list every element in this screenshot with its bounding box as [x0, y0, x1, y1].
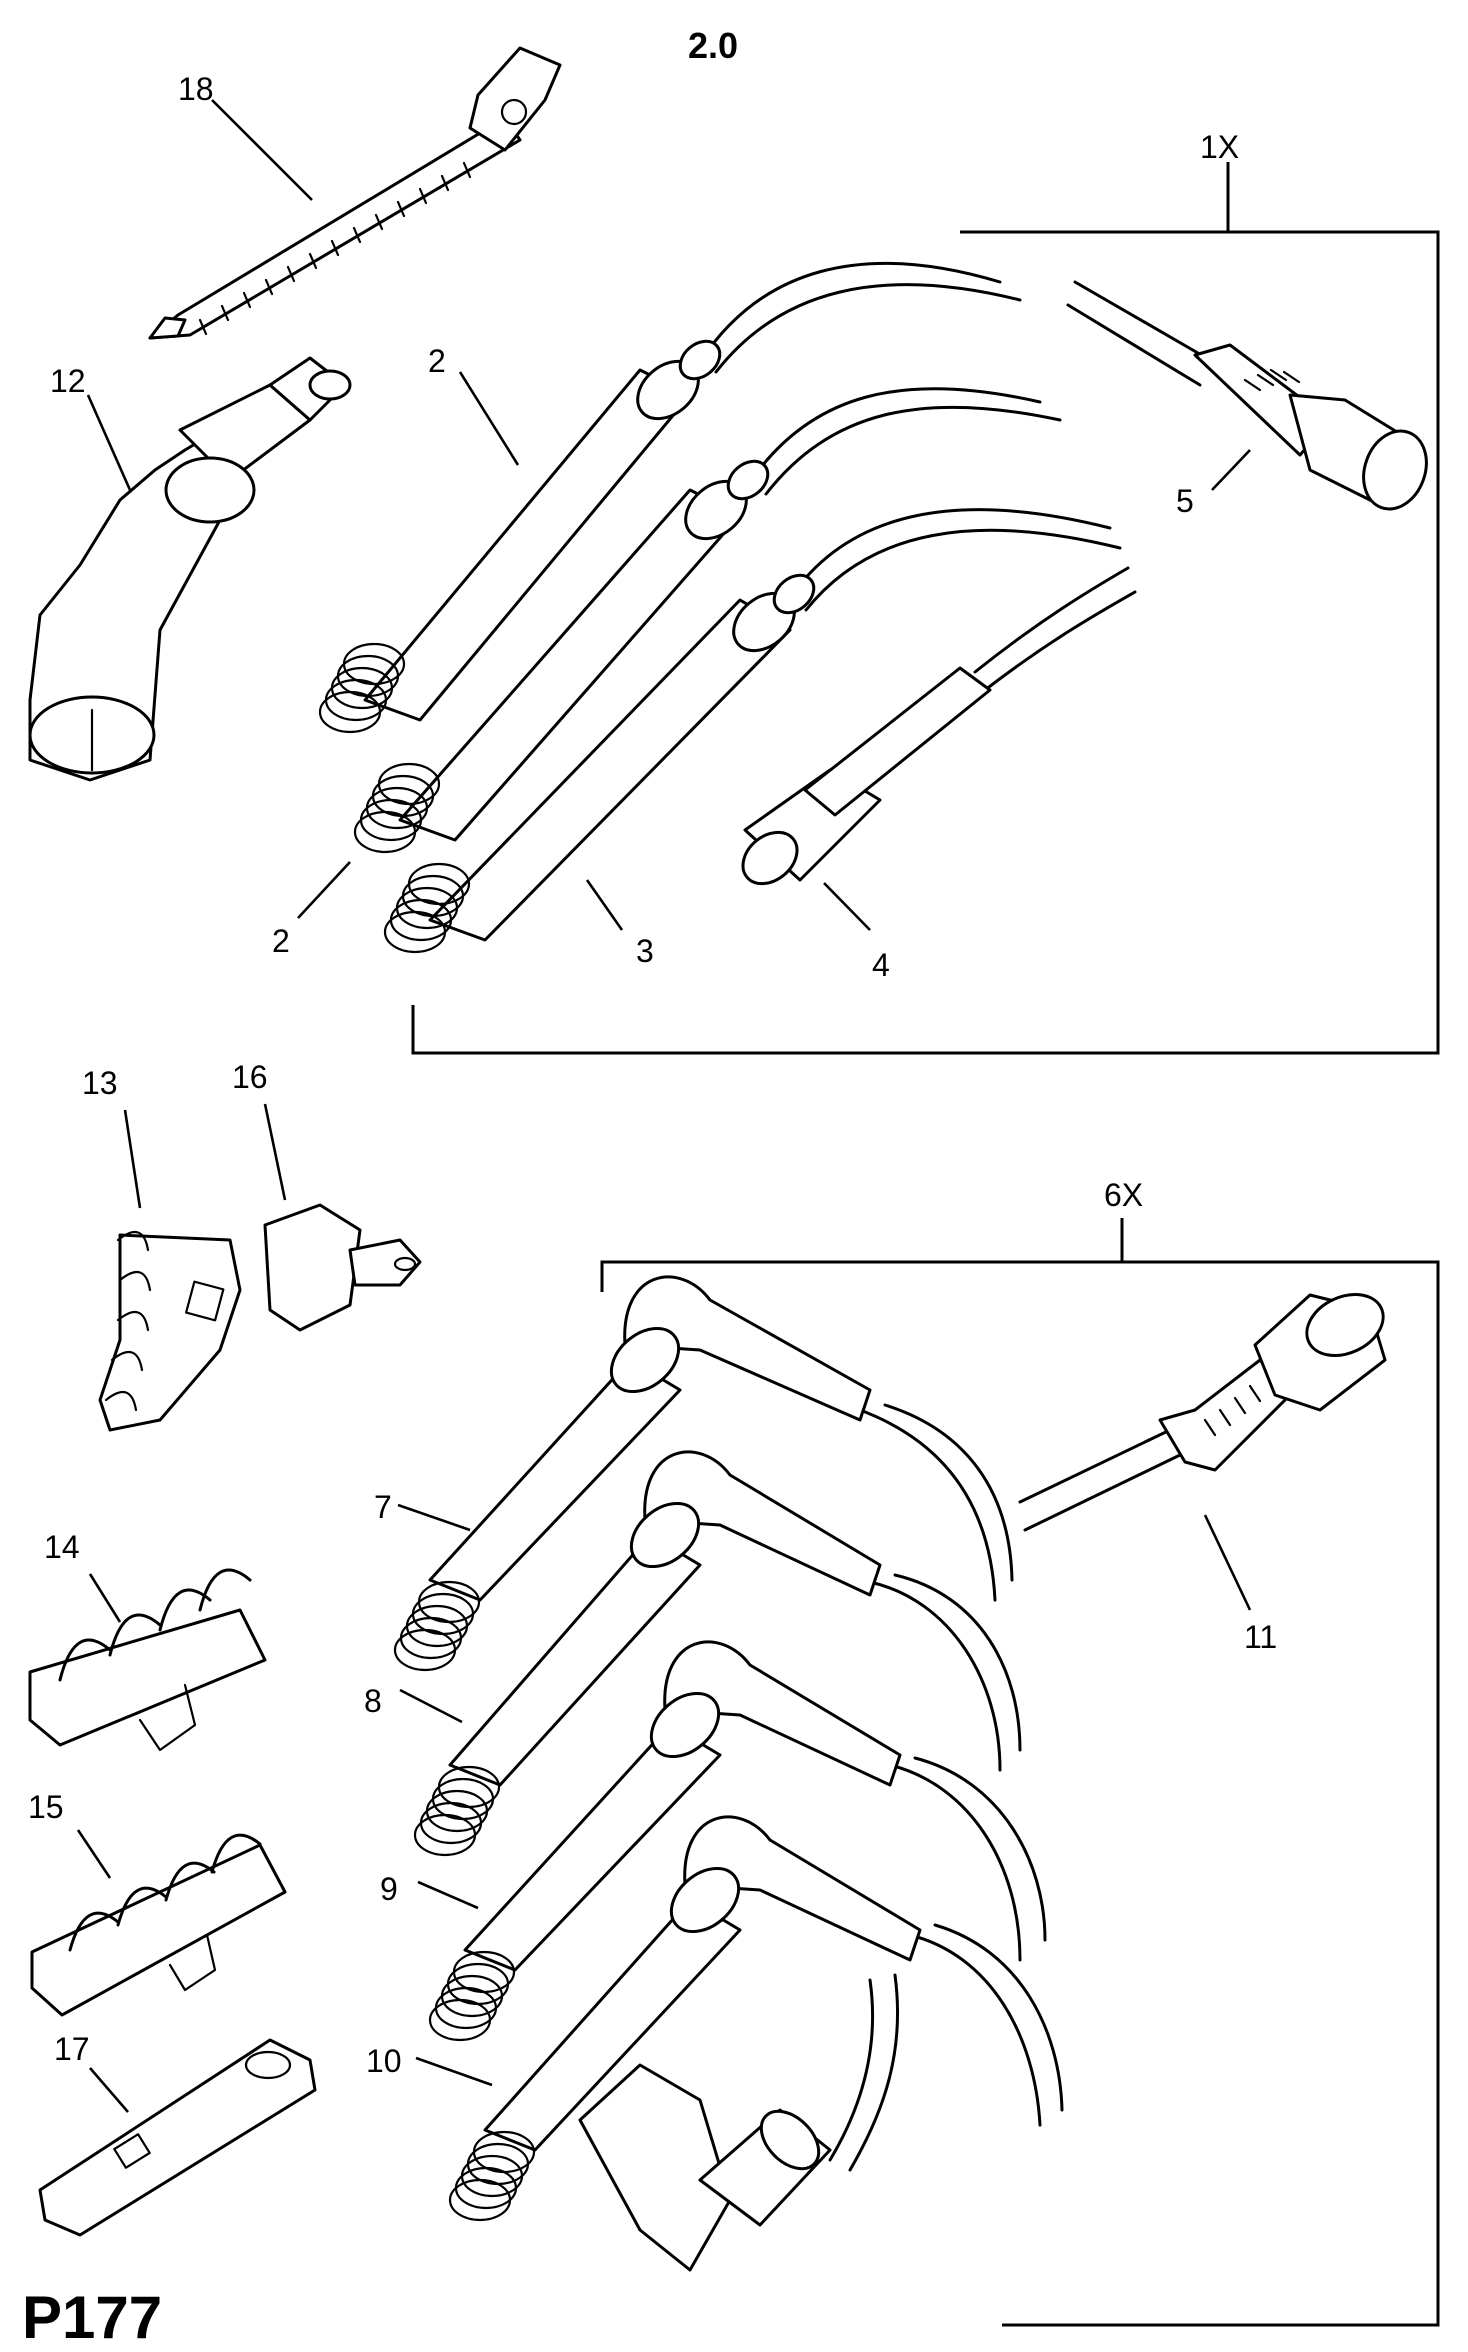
page-code: P177	[22, 2284, 162, 2351]
identification-tag-17: 17	[38, 2031, 317, 2237]
callout-8: 8	[364, 1683, 382, 1719]
callout-16: 16	[232, 1059, 268, 1095]
callout-4: 4	[872, 947, 890, 983]
callout-10: 10	[366, 2043, 402, 2079]
callout-13: 13	[82, 1065, 118, 1101]
ignition-lead-set-1x: 1X	[272, 129, 1440, 1055]
callout-17: 17	[54, 2031, 90, 2067]
lead-clip-14: 14	[28, 1529, 267, 1752]
spark-plug-lead-10	[448, 1815, 922, 2272]
callout-12: 12	[50, 363, 86, 399]
coil-cap-11	[1018, 1293, 1387, 1532]
spark-plug-lead-8	[413, 1450, 882, 1857]
callout-2-upper: 2	[428, 343, 446, 379]
callout-2-lower: 2	[272, 923, 290, 959]
callout-14: 14	[44, 1529, 80, 1565]
callout-15: 15	[28, 1789, 64, 1825]
quantity-label-1x: 1X	[1200, 129, 1239, 165]
callout-9: 9	[380, 1871, 398, 1907]
quantity-label-6x: 6X	[1104, 1177, 1143, 1213]
callout-11: 11	[1244, 1619, 1277, 1655]
cable-tie-18: 18	[148, 46, 562, 340]
callout-5: 5	[1176, 483, 1194, 519]
lead-connector-4	[741, 666, 992, 886]
callout-7: 7	[374, 1489, 392, 1525]
bracket-16: 16	[232, 1059, 422, 1332]
spark-plug-lead-3	[383, 573, 816, 954]
callout-18: 18	[178, 71, 214, 107]
coil-cap-5	[1066, 280, 1428, 511]
ignition-lead-set-6x: 6X	[364, 1177, 1440, 2327]
spark-plug-lead-2-lower	[353, 459, 770, 854]
spark-plug-lead-2-upper	[318, 339, 722, 734]
lead-holder-13: 13	[82, 1065, 242, 1432]
callout-3: 3	[636, 933, 654, 969]
spark-plug-lead-9	[428, 1640, 902, 2042]
lead-clip-15: 15	[28, 1789, 287, 2017]
engine-size-label: 2.0	[688, 25, 738, 66]
spark-plug-boot-12: 12	[28, 356, 352, 782]
spark-plug-lead-7	[393, 1275, 872, 1672]
